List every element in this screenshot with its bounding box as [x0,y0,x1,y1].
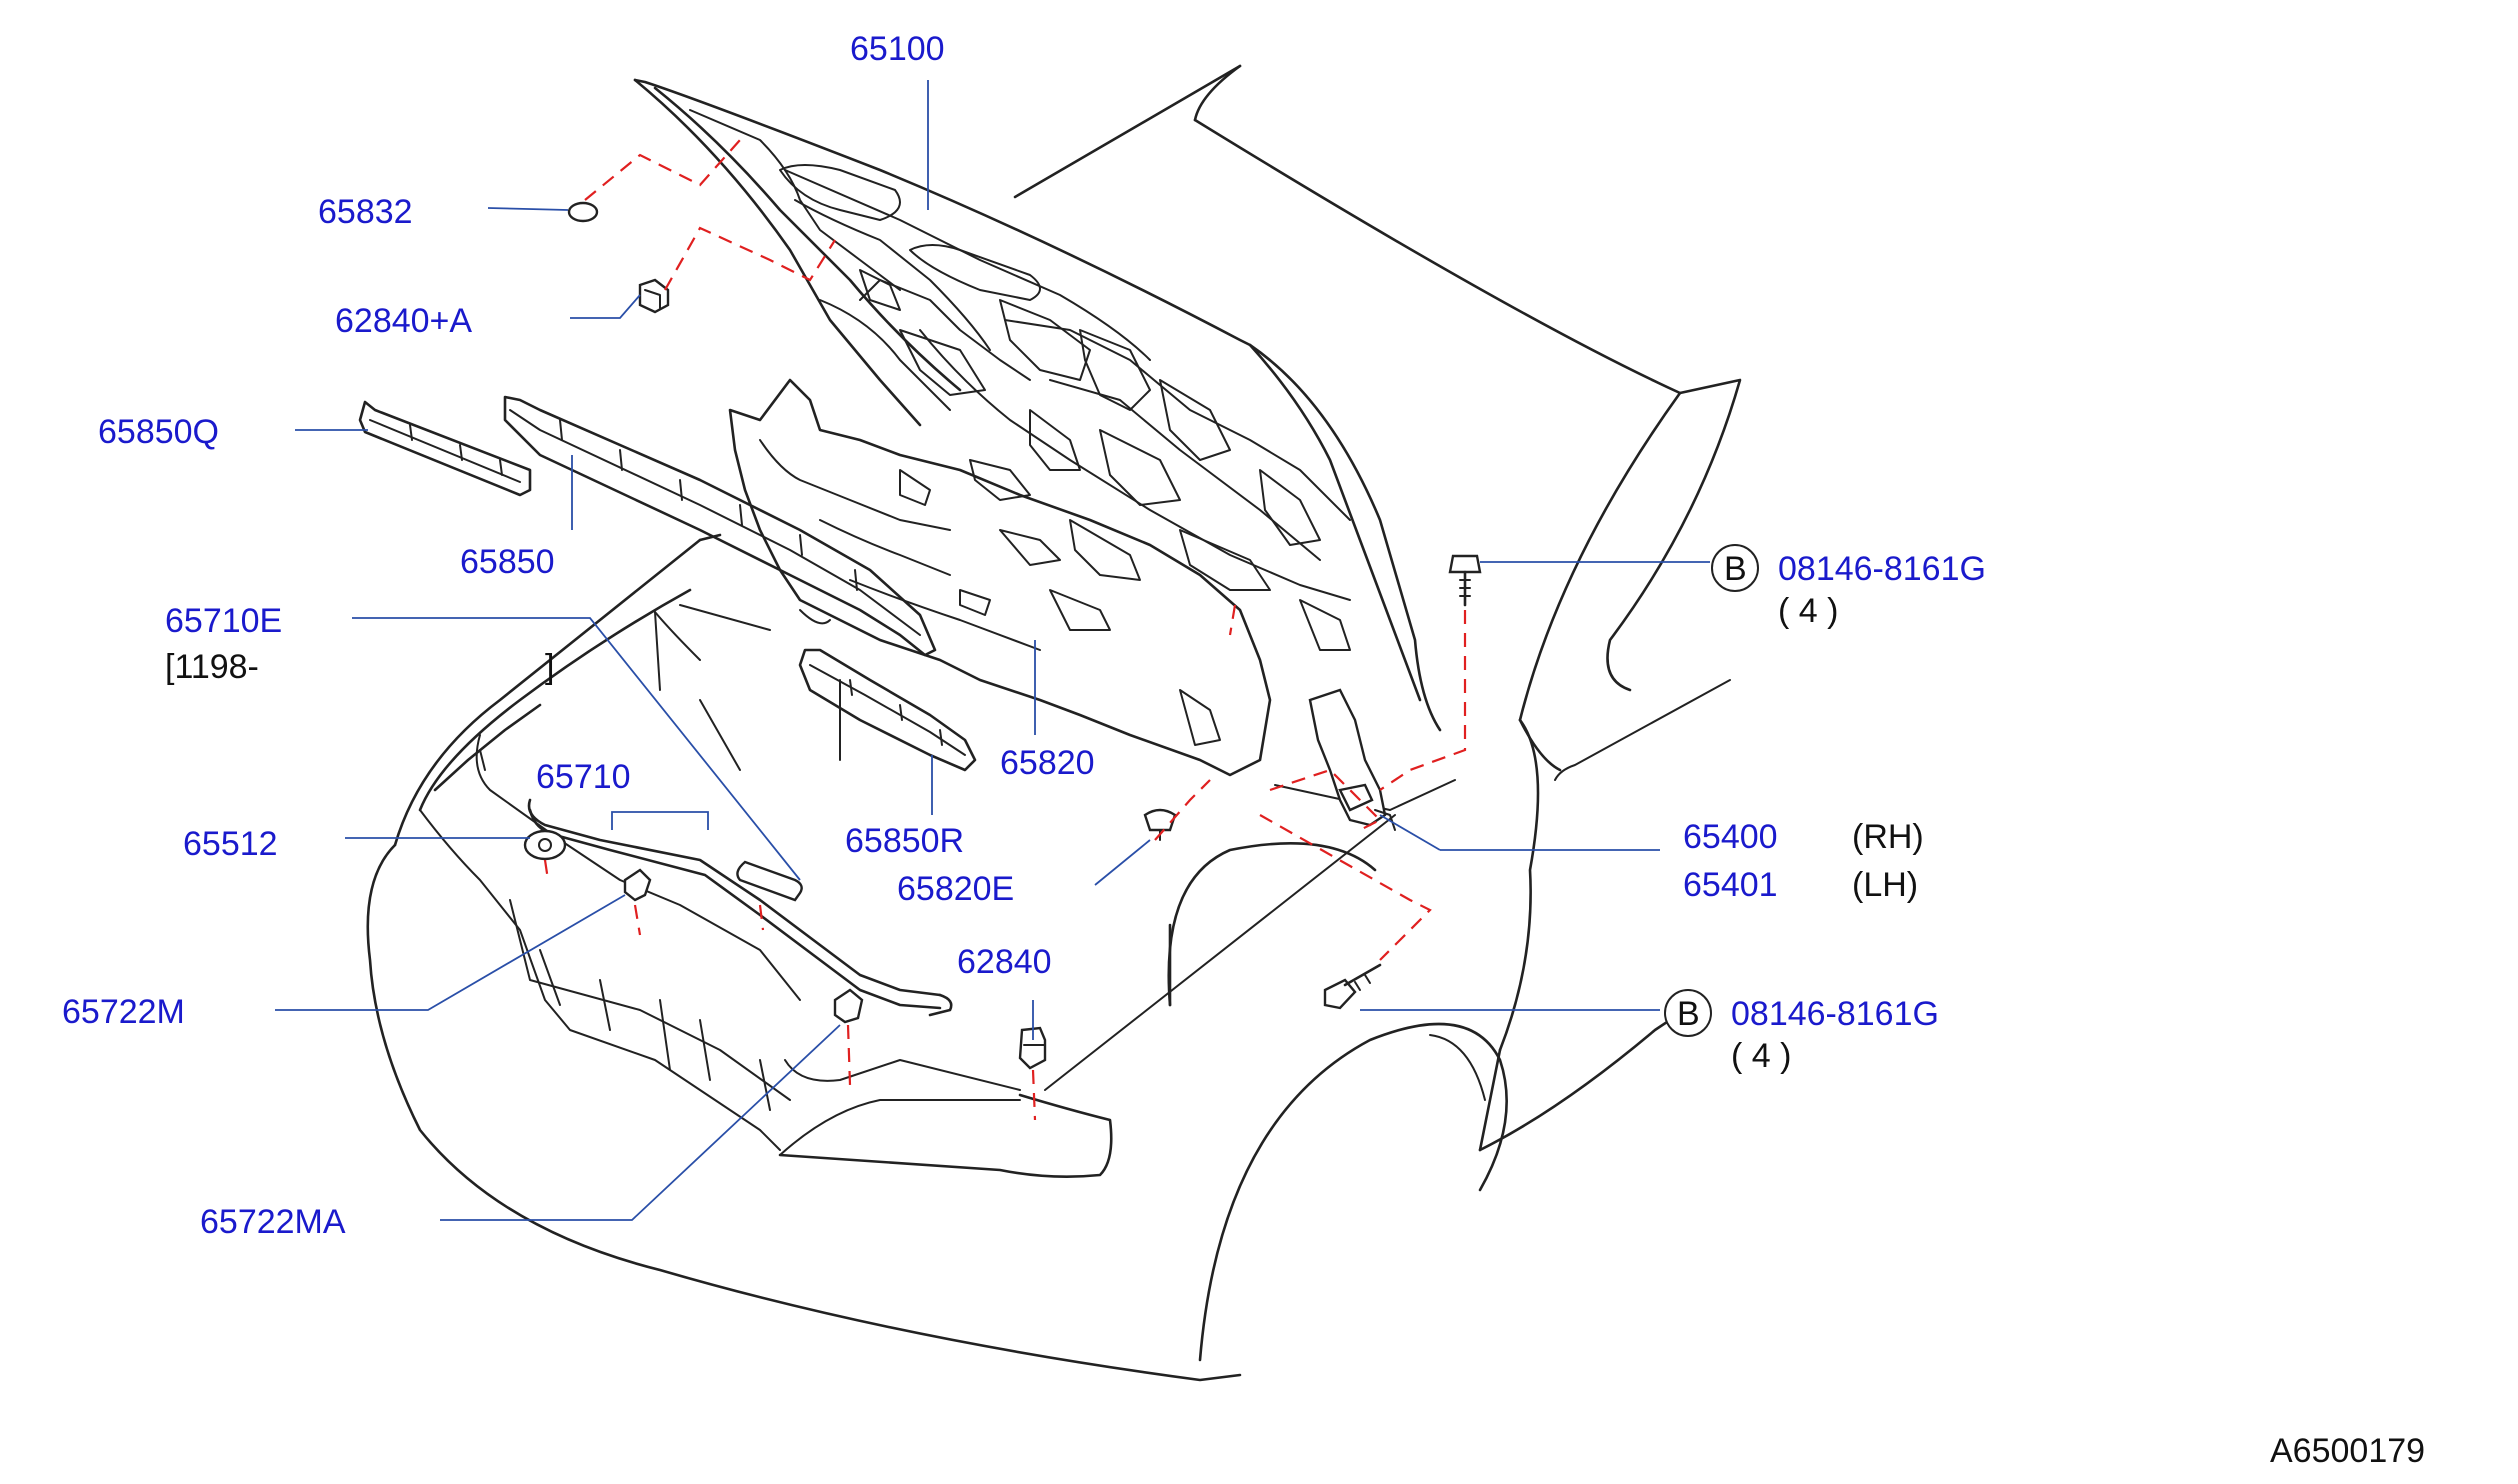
hood-seal [503,395,937,657]
label-bolt-lower: 08146-8161G [1731,995,1939,1033]
label-bolt-lower-qty: ( 4 ) [1731,1037,1791,1075]
hood-rod-stay-part [736,860,803,902]
label-bolt-upper-qty: ( 4 ) [1778,592,1838,630]
label-hood-seal-plug: 65832 [318,193,413,231]
rod-clip-m-part [623,868,652,902]
label-hinge-lh-side: (LH) [1852,866,1918,904]
lower-bolt-part [1323,963,1382,1010]
hood-seal-plug-part [567,201,599,223]
label-bumper-rubber: 62840 [957,943,1052,981]
rod-grommet-part [523,829,567,861]
label-hood-insulator: 65820 [1000,744,1095,782]
label-hood-insulator-clip: 65820E [897,870,1014,908]
label-hinge-rh-side: (RH) [1852,818,1924,856]
label-bolt-lower-callout: B [1677,995,1700,1033]
hood-seal-q [358,400,532,497]
callout-b-upper-circle [1711,544,1759,592]
rod-clip-ma-part [833,988,864,1024]
upper-bolt-part [1448,554,1482,607]
hood-panel [633,78,1442,732]
part-labels: 65100 65832 62840+A 65850Q 65850 65710E … [62,30,2425,1470]
label-hood-rod-note-close: ] [545,648,554,686]
label-hinge-rh: 65400 [1683,818,1778,856]
label-bolt-upper: 08146-8161G [1778,550,1986,588]
label-hood-rod: 65710 [536,758,631,796]
label-hinge-lh: 65401 [1683,866,1778,904]
bumper-rubber-part [1018,1026,1047,1070]
diagram-code: A6500179 [2270,1432,2425,1470]
label-rod-grommet: 65512 [183,825,278,863]
hood-insulator [728,378,1272,777]
hood-bumper-rubber-part [638,278,670,314]
assembly-dash-lines [543,139,1467,1121]
vehicle-body [366,64,1742,1382]
label-hood: 65100 [850,30,945,68]
label-hood-seal: 65850 [460,543,555,581]
hood-insulator-clip-part [1143,808,1177,841]
label-hood-seal-q: 65850Q [98,413,219,451]
label-hood-rod-stay: 65710E [165,602,282,640]
callout-b-lower-circle [1664,989,1712,1037]
leader-lines [275,80,1710,1221]
hood-hinge-part [1308,688,1396,831]
hood-seal-r [798,648,977,772]
label-hood-bumper-rubber: 62840+A [335,302,472,340]
label-rod-clip-m: 65722M [62,993,185,1031]
label-hood-rod-note-open: [1198- [165,648,259,686]
label-rod-clip-ma: 65722MA [200,1203,346,1241]
label-hood-seal-r: 65850R [845,822,964,860]
label-bolt-upper-callout: B [1724,550,1747,588]
